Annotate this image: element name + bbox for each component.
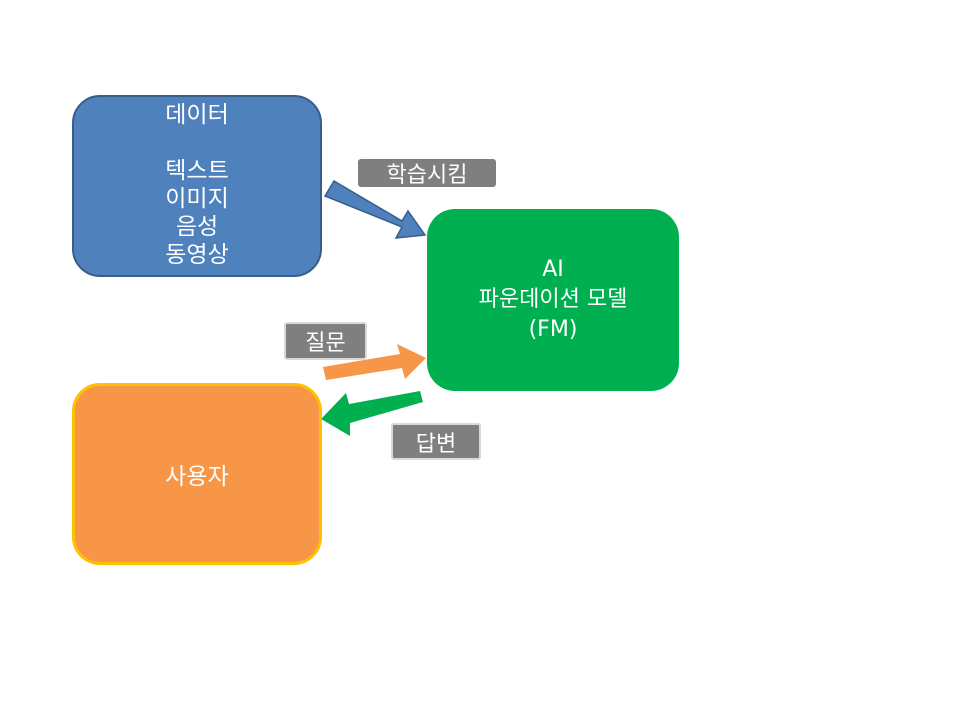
data-node-item-image: 이미지 xyxy=(165,186,229,212)
data-node-item-text: 텍스트 xyxy=(165,158,229,184)
data-node: 데이터 텍스트 이미지 음성 동영상 xyxy=(72,95,322,277)
train-arrow xyxy=(323,179,427,239)
user-node-label: 사용자 xyxy=(165,464,229,490)
question-label: 질문 xyxy=(284,322,367,360)
answer-arrow xyxy=(321,391,423,436)
data-node-item-voice: 음성 xyxy=(175,214,219,240)
data-node-title: 데이터 xyxy=(165,102,229,128)
model-node: AI 파운데이션 모델 (FM) xyxy=(427,209,679,391)
model-node-line-name: 파운데이션 모델 xyxy=(478,287,628,312)
user-node: 사용자 xyxy=(72,383,322,565)
answer-label: 답변 xyxy=(391,423,481,460)
model-node-line-abbr: (FM) xyxy=(528,317,578,342)
model-node-line-ai: AI xyxy=(542,257,564,282)
data-node-item-video: 동영상 xyxy=(165,242,229,268)
question-arrow xyxy=(323,344,426,380)
train-label: 학습시킴 xyxy=(358,159,496,188)
